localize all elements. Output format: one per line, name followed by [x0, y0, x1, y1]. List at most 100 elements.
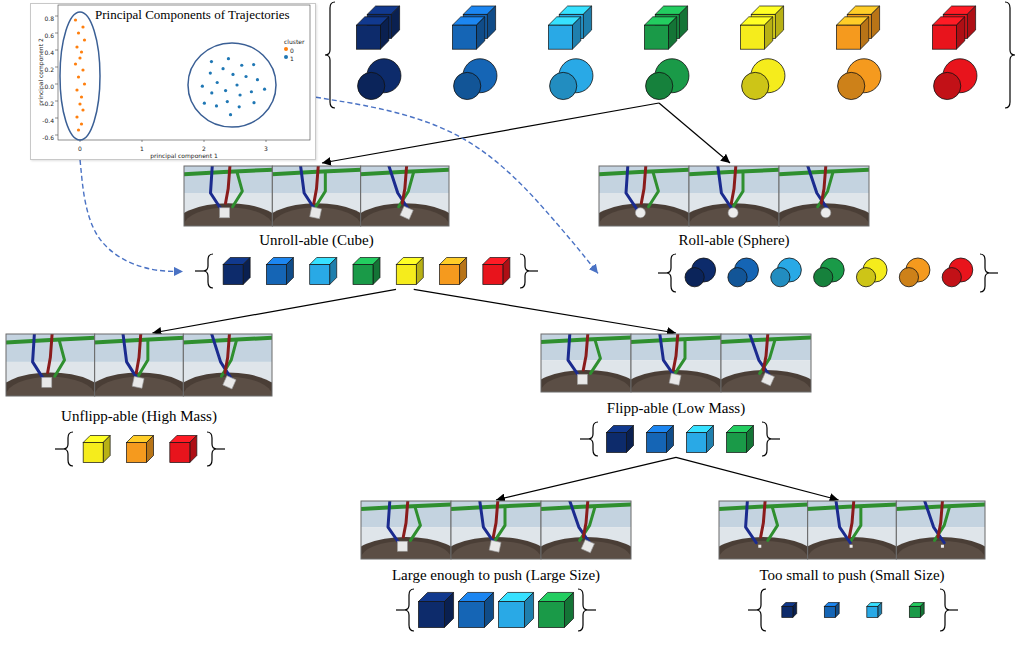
sim-object: [397, 541, 407, 551]
sim-frame: [361, 166, 449, 226]
split-arrow: [322, 103, 659, 163]
sim-object: [761, 373, 774, 386]
tick-label: 0.2: [44, 66, 54, 73]
cube-side: [103, 436, 110, 463]
sim-frame: [689, 166, 779, 226]
cube-side: [564, 593, 573, 628]
cube-side: [286, 258, 293, 285]
cube-icon: [223, 258, 250, 285]
cluster-ellipse: [60, 12, 100, 140]
robot-leg: [761, 501, 765, 537]
plot-title: Principal Components of Trajectories: [95, 8, 290, 23]
sim-frame: [631, 334, 721, 392]
cube-icon: [548, 17, 580, 49]
data-point: [80, 50, 83, 53]
data-point: [201, 85, 204, 88]
caption-row: Roll-able (Sphere): [598, 231, 870, 249]
sphere-icon: [728, 258, 759, 287]
plot-panel: Principal Components of Trajectories: [30, 3, 316, 160]
sphere-front: [814, 268, 833, 287]
table-top: [451, 541, 541, 559]
cube-front: [170, 443, 190, 463]
bracket-tail: [195, 271, 203, 272]
outcome-group: Too small to push (Small Size): [718, 500, 986, 632]
split-arrow: [152, 289, 396, 333]
robot-leg: [568, 334, 579, 376]
set-bracket: [1005, 2, 1015, 108]
frame-border: [721, 334, 811, 392]
sim-object: [489, 540, 501, 552]
table-top: [631, 374, 721, 392]
bracket-tail: [990, 273, 998, 274]
cube-front: [740, 25, 764, 49]
sim-frame: [599, 166, 689, 226]
sim-object: [758, 545, 761, 548]
data-point: [224, 89, 227, 92]
frame-border: [541, 501, 631, 559]
y-tick: [55, 33, 58, 34]
cube-side: [871, 6, 879, 38]
sim-frame: [6, 334, 95, 396]
sphere-front: [934, 72, 961, 99]
cube-side: [476, 17, 484, 49]
plot-axes: [58, 5, 310, 140]
sphere-front: [942, 268, 961, 287]
sim-object: [220, 208, 230, 218]
sphere-icon: [454, 59, 497, 100]
data-point: [83, 38, 86, 41]
split-arrow: [496, 457, 676, 500]
sphere-icon: [838, 59, 881, 100]
robot-leg: [641, 166, 646, 203]
tick-label: 0: [78, 145, 82, 152]
table-top: [541, 374, 631, 392]
sphere-front: [358, 72, 385, 99]
robot-leg: [750, 334, 770, 376]
cube-icon: [452, 17, 484, 49]
robot-leg: [225, 334, 229, 372]
cube-side: [775, 6, 783, 38]
cube-side: [967, 6, 975, 38]
cluster-ellipse: [188, 43, 276, 127]
outcome-group: Roll-able (Sphere): [598, 165, 998, 293]
table: [541, 370, 631, 392]
frame-border: [808, 501, 897, 559]
robot-leg: [233, 172, 243, 207]
sim-frame: [719, 501, 808, 559]
data-point: [252, 101, 255, 104]
y-tick: [55, 101, 58, 102]
cube-front: [909, 607, 920, 618]
cube-icon: [418, 593, 453, 628]
caption-row: Flipp-able (Low Mass): [540, 399, 812, 417]
cube-side: [524, 593, 533, 628]
set-bracket: [578, 589, 588, 631]
outcome-caption: Unroll-able (Cube): [259, 232, 374, 249]
cube-side: [747, 426, 754, 453]
caption-row: Unroll-able (Cube): [183, 231, 450, 249]
frame-border: [361, 501, 451, 559]
bracket-tail: [396, 610, 404, 611]
robot-leg: [33, 334, 44, 379]
frame-border: [183, 334, 272, 396]
cluster-link: [80, 160, 183, 271]
data-point: [240, 64, 243, 67]
data-point: [221, 67, 224, 70]
data-point: [78, 102, 81, 105]
y-tick: [55, 67, 58, 68]
cube-side: [416, 258, 423, 285]
axis-label: principal component 1: [150, 152, 217, 159]
cube-side: [330, 258, 337, 285]
sphere-front: [856, 268, 875, 287]
cube-icon: [909, 603, 924, 618]
object-set: [748, 588, 958, 632]
cube-side: [391, 6, 399, 38]
bracket-tail: [55, 449, 63, 450]
tick-label: 2: [202, 145, 206, 152]
robot-leg: [212, 334, 232, 379]
robot-leg: [821, 166, 826, 203]
table: [896, 537, 985, 559]
robot-leg: [808, 166, 828, 209]
cube-side: [147, 436, 154, 463]
sphere-icon: [550, 59, 593, 100]
data-point: [77, 128, 80, 131]
